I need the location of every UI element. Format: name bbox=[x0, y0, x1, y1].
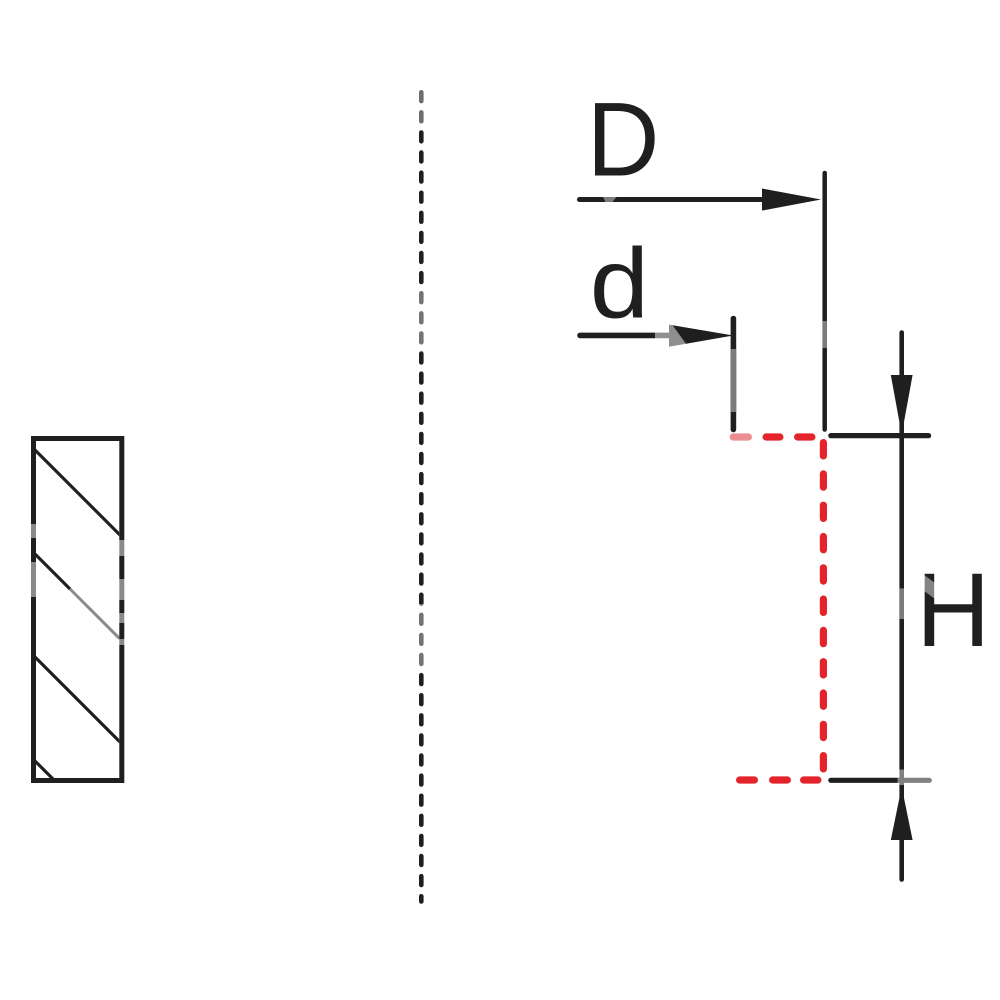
svg-text:d: d bbox=[590, 228, 649, 339]
svg-text:D: D bbox=[587, 80, 660, 197]
svg-text:H: H bbox=[916, 551, 990, 668]
